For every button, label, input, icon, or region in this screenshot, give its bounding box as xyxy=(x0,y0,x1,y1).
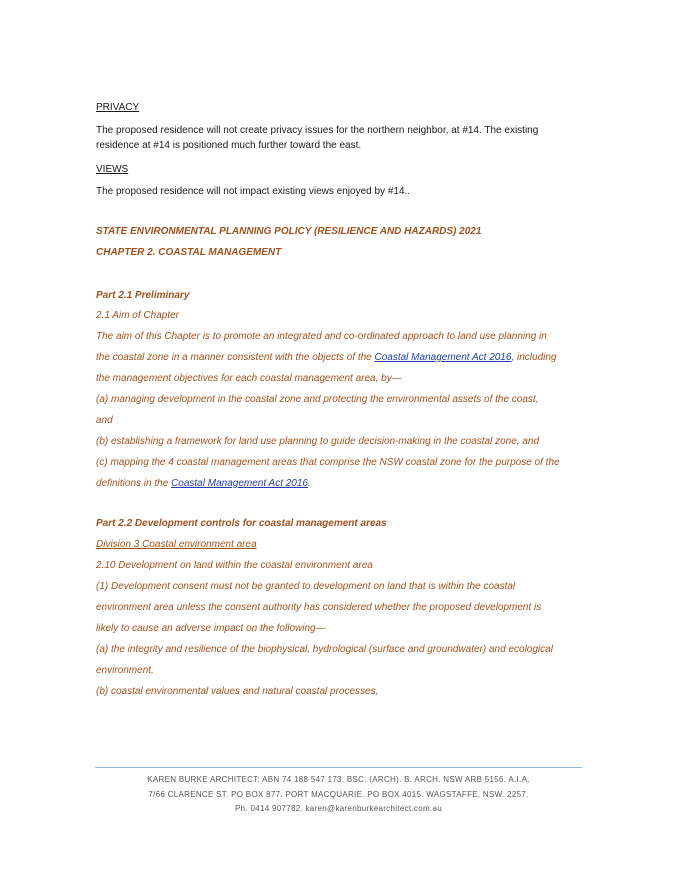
part-2-1-item-b: (b) establishing a framework for land us… xyxy=(96,436,540,447)
part-2-1-item-a-line-2: and xyxy=(96,415,113,426)
footer-divider xyxy=(95,767,582,768)
sepp-chapter: CHAPTER 2. COASTAL MANAGEMENT xyxy=(96,247,282,258)
part-2-1-item-c-line-2-suffix: . xyxy=(308,478,311,489)
part-2-2-line-1: (1) Development consent must not be gran… xyxy=(96,581,516,592)
part-2-1-line-2: the coastal zone in a manner consistent … xyxy=(96,351,596,365)
part-2-2-line-3: likely to cause an adverse impact on the… xyxy=(96,623,326,634)
coastal-management-act-link[interactable]: Coastal Management Act 2016 xyxy=(374,352,512,363)
part-2-1-item-c-line-2: definitions in the Coastal Management Ac… xyxy=(96,477,596,491)
views-heading: VIEWS xyxy=(96,164,129,175)
part-2-1-subheading: 2.1 Aim of Chapter xyxy=(96,310,180,321)
privacy-paragraph-line-1: The proposed residence will not create p… xyxy=(96,125,539,136)
footer-line-3: Ph. 0414 907782. karen@karenburkearchite… xyxy=(235,804,442,813)
part-2-1-line-1: The aim of this Chapter is to promote an… xyxy=(96,331,547,342)
part-2-2-heading: Part 2.2 Development controls for coasta… xyxy=(96,518,387,529)
footer-line-1: KAREN BURKE ARCHITECT: ABN 74 188 547 17… xyxy=(147,775,530,784)
part-2-1-item-a-line-1: (a) managing development in the coastal … xyxy=(96,394,539,405)
part-2-1-item-c-line-2-text: definitions in the xyxy=(96,478,172,489)
coastal-management-act-link-2[interactable]: Coastal Management Act 2016 xyxy=(171,478,308,489)
part-2-1-line-3: the management objectives for each coast… xyxy=(96,373,402,384)
part-2-2-line-2: environment area unless the consent auth… xyxy=(96,602,542,613)
sepp-title: STATE ENVIRONMENTAL PLANNING POLICY (RES… xyxy=(96,226,482,237)
footer-line-2: 7/66 CLARENCE ST. PO BOX 877. PORT MACQU… xyxy=(148,790,529,799)
views-paragraph: The proposed residence will not impact e… xyxy=(96,186,411,197)
part-2-1-heading: Part 2.1 Preliminary xyxy=(96,290,190,301)
part-2-1-item-c-line-1: (c) mapping the 4 coastal management are… xyxy=(96,457,560,468)
part-2-2-subheading: 2.10 Development on land within the coas… xyxy=(96,560,373,571)
part-2-1-line-2-suffix: , including xyxy=(511,352,557,363)
privacy-heading: PRIVACY xyxy=(96,102,140,113)
part-2-1-line-2-text: the coastal zone in a manner consistent … xyxy=(96,352,375,363)
part-2-2-item-a-line-1: (a) the integrity and resilience of the … xyxy=(96,644,553,655)
privacy-paragraph-line-2: residence at #14 is positioned much furt… xyxy=(96,140,362,151)
part-2-2-item-b: (b) coastal environmental values and nat… xyxy=(96,686,379,697)
part-2-2-item-a-line-2: environment, xyxy=(96,665,154,676)
division-3-heading: Division 3 Coastal environment area xyxy=(96,539,257,550)
